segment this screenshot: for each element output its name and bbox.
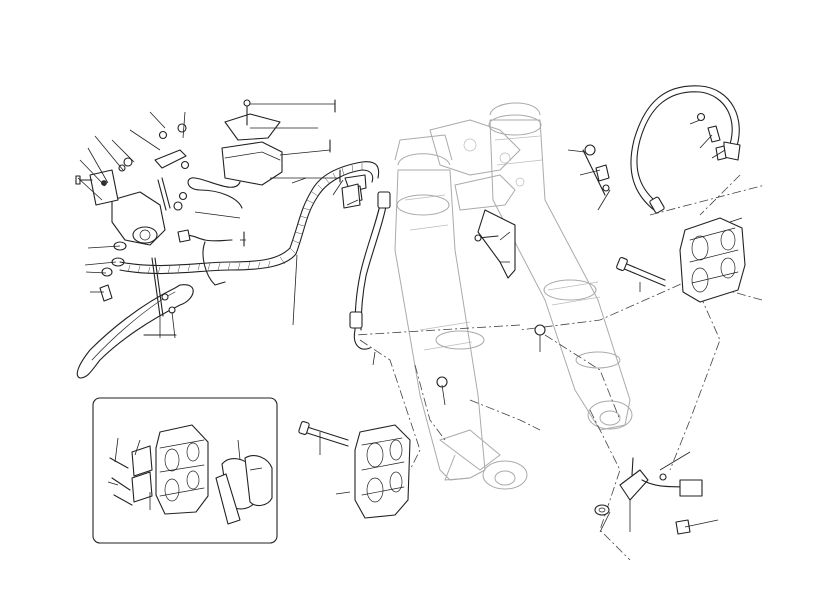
front-fork-ghost <box>394 102 633 490</box>
left-caliper <box>298 421 411 519</box>
callout-leader-line <box>689 119 701 125</box>
callout-leader-line <box>279 149 331 156</box>
callout-leader-line <box>94 135 124 171</box>
callout-leader-line <box>84 261 117 266</box>
callout-leader-line <box>249 467 263 471</box>
callout-leader-line <box>237 439 241 461</box>
callout-leader-line <box>134 439 141 456</box>
callout-leader-line <box>77 177 103 201</box>
callout-leader-line <box>346 199 359 206</box>
callout-leader-line <box>194 211 241 219</box>
callout-leader-line <box>292 254 298 326</box>
callout-leader-line <box>711 149 726 159</box>
callout-leader-line <box>87 245 121 249</box>
callout-leader-line <box>171 311 176 339</box>
callout-leader-line <box>597 189 611 211</box>
callout-leader-line <box>182 111 186 139</box>
callout-leader-line <box>107 481 119 486</box>
callout-leader-line <box>499 231 511 241</box>
brake-hoses <box>119 85 741 350</box>
inset-border <box>92 397 278 544</box>
callout-leader-line <box>699 134 713 149</box>
callout-leader-line <box>129 129 161 151</box>
callout-leader-line <box>335 491 351 495</box>
callout-leader-line <box>114 437 119 463</box>
callout-leader-line <box>372 351 376 366</box>
callout-leader-line <box>684 519 719 528</box>
callout-leaders <box>77 99 743 533</box>
callout-leader-line <box>567 149 586 153</box>
callout-leader-line <box>729 217 743 223</box>
right-caliper <box>616 217 746 303</box>
callout-leader-line <box>111 139 135 163</box>
callout-leader-line <box>149 111 166 129</box>
callout-leader-line <box>332 179 344 196</box>
callout-leader-line <box>291 177 307 184</box>
callout-leader-line <box>599 511 611 533</box>
callout-leader-line <box>85 271 107 274</box>
callout-leader-line <box>79 159 106 187</box>
callout-leader-line <box>441 384 446 406</box>
misc-parts <box>341 183 703 535</box>
callout-leader-line <box>87 147 109 184</box>
master-cylinder-assembly <box>75 99 283 379</box>
brake-pad-inset <box>92 397 278 544</box>
callout-leader-line <box>659 451 691 471</box>
callout-leader-line <box>579 169 601 176</box>
